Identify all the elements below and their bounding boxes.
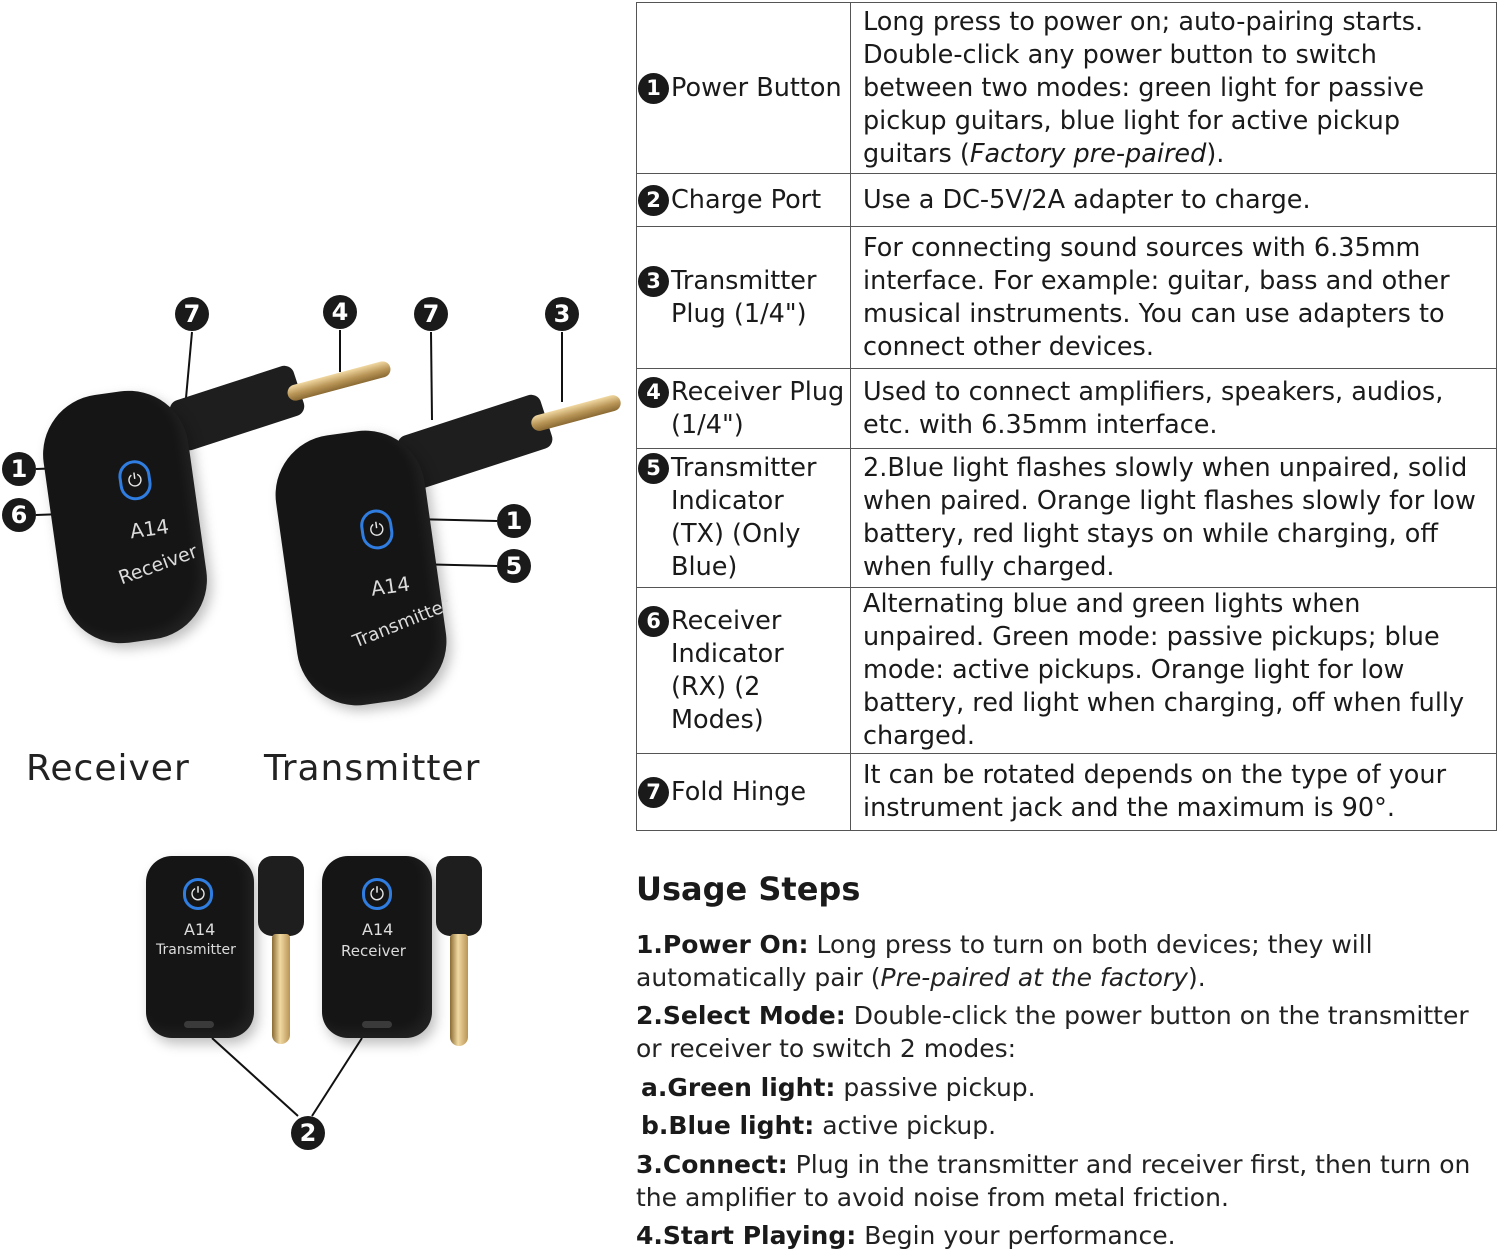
transmitter-name-label: Transmitter bbox=[156, 942, 236, 958]
step-label: 1.Power On: bbox=[636, 930, 809, 959]
callout-1: 1 bbox=[2, 452, 36, 486]
transmitter-plug-folded bbox=[272, 934, 290, 1044]
step-label: 3.Connect: bbox=[636, 1150, 788, 1179]
usage-step-2b: b.Blue light: active pickup. bbox=[641, 1109, 1500, 1142]
step-text: Plug in the transmitter and receiver fir… bbox=[636, 1150, 1471, 1212]
caption-receiver: Receiver bbox=[26, 748, 190, 789]
part-description: It can be rotated depends on the type of… bbox=[850, 753, 1497, 831]
callout-1: 1 bbox=[497, 504, 531, 538]
step-label: a.Green light: bbox=[641, 1073, 836, 1102]
receiver-model-label: A14 bbox=[362, 920, 394, 939]
part-name: Receiver Plug (1/4") bbox=[671, 376, 845, 440]
usage-step-2a: a.Green light: passive pickup. bbox=[641, 1071, 1500, 1104]
step-text: Begin your performance. bbox=[856, 1221, 1176, 1250]
part-name: Power Button bbox=[671, 72, 842, 103]
receiver-name-label: Receiver bbox=[341, 942, 406, 960]
callout-6: 6 bbox=[2, 498, 36, 532]
part-name: Transmitter Indicator (TX) (Only Blue) bbox=[671, 453, 817, 582]
fold-hinge bbox=[436, 856, 482, 936]
part-number: 1 bbox=[638, 72, 669, 104]
part-description: For connecting sound sources with 6.35mm… bbox=[850, 226, 1497, 369]
callout-7: 7 bbox=[414, 297, 448, 331]
receiver-device-folded: ⏻ A14 Receiver bbox=[322, 856, 432, 1038]
step-text: passive pickup. bbox=[835, 1073, 1036, 1102]
callout-2: 2 bbox=[291, 1116, 325, 1150]
fold-hinge bbox=[258, 856, 304, 936]
part-name: Fold Hinge bbox=[671, 776, 807, 807]
power-icon: ⏻ bbox=[116, 458, 154, 503]
callout-4: 4 bbox=[323, 295, 357, 329]
usage-step-3: 3.Connect: Plug in the transmitter and r… bbox=[636, 1148, 1496, 1214]
charge-port bbox=[362, 1021, 392, 1028]
step-label: b.Blue light: bbox=[641, 1111, 815, 1140]
part-number: 5 bbox=[638, 453, 669, 484]
part-number: 4 bbox=[638, 376, 669, 408]
transmitter-name-label: Transmitter bbox=[349, 594, 454, 653]
part-description: Use a DC-5V/2A adapter to charge. bbox=[850, 173, 1497, 227]
receiver-plug-folded bbox=[450, 934, 468, 1046]
usage-step-4: 4.Start Playing: Begin your performance. bbox=[636, 1219, 1496, 1252]
transmitter-model-label: A14 bbox=[184, 920, 216, 939]
part-name: Charge Port bbox=[671, 184, 822, 215]
usage-step-1: 1.Power On: Long press to turn on both d… bbox=[636, 928, 1496, 994]
part-number: 6 bbox=[638, 605, 669, 637]
step-text: Long press to turn on both devices; they… bbox=[636, 930, 1373, 992]
receiver-name-label: Receiver bbox=[115, 540, 201, 590]
part-name: Receiver Indicator (RX) (2 Modes) bbox=[671, 605, 784, 735]
caption-transmitter: Transmitter bbox=[264, 748, 481, 789]
usage-steps-title: Usage Steps bbox=[636, 870, 861, 908]
part-description: 2.Blue light flashes slowly when unpaire… bbox=[850, 448, 1497, 588]
power-icon: ⏻ bbox=[358, 507, 396, 552]
part-number: 7 bbox=[638, 776, 669, 808]
step-label: 2.Select Mode: bbox=[636, 1001, 846, 1030]
usage-step-2: 2.Select Mode: Double-click the power bu… bbox=[636, 999, 1496, 1065]
callout-7: 7 bbox=[175, 297, 209, 331]
part-description-italic: Factory pre-paired bbox=[969, 138, 1207, 169]
power-icon: ⏻ bbox=[362, 878, 392, 910]
callout-3: 3 bbox=[545, 297, 579, 331]
part-name: Transmitter Plug (1/4") bbox=[671, 265, 817, 329]
step-text-end: ). bbox=[1187, 963, 1206, 992]
callout-5: 5 bbox=[497, 549, 531, 583]
charge-port bbox=[184, 1021, 214, 1028]
step-text: active pickup. bbox=[814, 1111, 997, 1140]
part-description: Alternating blue and green lights when u… bbox=[850, 587, 1497, 754]
step-text-italic: Pre-paired at the factory bbox=[880, 963, 1188, 992]
power-icon: ⏻ bbox=[183, 878, 213, 910]
step-label: 4.Start Playing: bbox=[636, 1221, 857, 1250]
part-description: Used to connect amplifiers, speakers, au… bbox=[850, 368, 1497, 449]
transmitter-model-label: A14 bbox=[369, 571, 412, 601]
receiver-model-label: A14 bbox=[128, 514, 171, 544]
part-number: 2 bbox=[638, 184, 669, 216]
step-text: Double-click the power button on the tra… bbox=[636, 1001, 1469, 1063]
transmitter-device-folded: ⏻ A14 Transmitter bbox=[146, 856, 254, 1038]
part-description: Long press to power on; auto-pairing sta… bbox=[863, 6, 1425, 169]
part-description-end: ). bbox=[1206, 138, 1225, 169]
part-number: 3 bbox=[638, 265, 669, 297]
